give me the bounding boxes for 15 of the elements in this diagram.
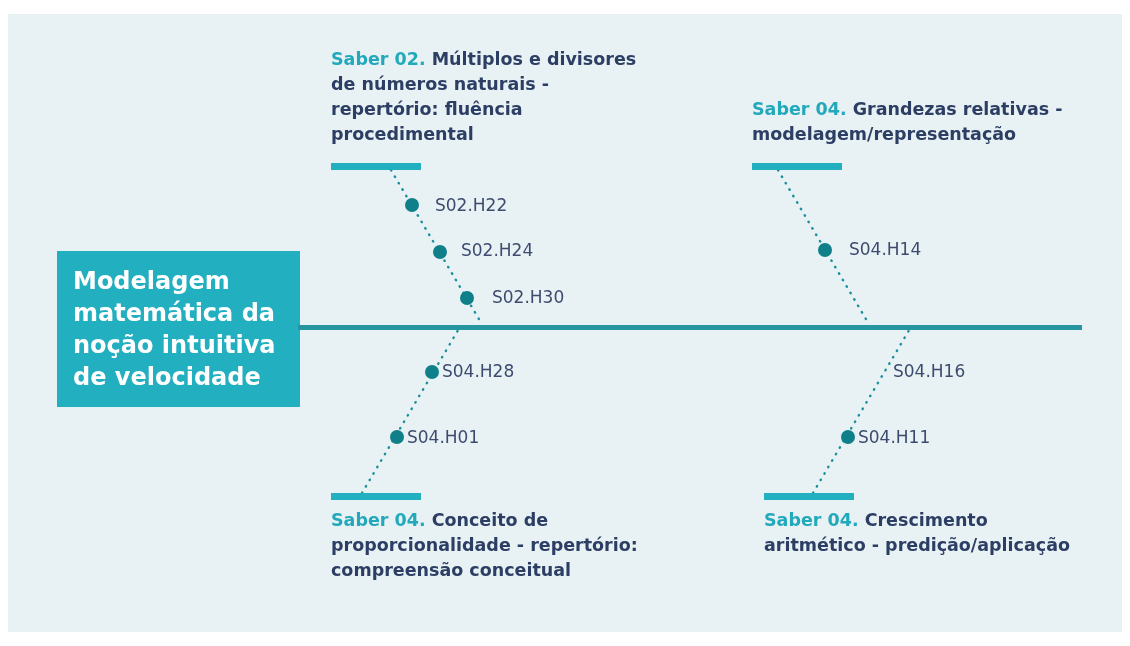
bone-line <box>811 328 911 495</box>
skill-code-label: S02.H22 <box>435 195 508 215</box>
category-heading: Saber 04. Crescimento aritmético - predição/aplicação <box>764 509 1071 557</box>
skill-code-label: S04.H01 <box>407 427 480 447</box>
skill-code-label: S02.H24 <box>461 240 534 260</box>
bone-line <box>360 328 460 495</box>
category-heading: Saber 04. Conceito de proporcionalidade - repertório: compreensão conceitual <box>331 509 639 582</box>
skill-code-label: S02.H30 <box>492 287 565 307</box>
topic-box: Modelagem matemática da noção intuitiva de velocidade <box>57 251 300 407</box>
skill-code-label: S04.H11 <box>858 427 931 447</box>
skill-code-label: S04.H14 <box>849 239 922 259</box>
category-heading: Saber 04. Grandezas relativas - modelagem/representação <box>752 98 1064 146</box>
skill-code-label: S04.H16 <box>893 361 966 381</box>
skill-code-label: S04.H28 <box>442 361 515 381</box>
category-heading: Saber 02. Múltiplos e divisores de números naturais - repertório: fluência procedimental <box>331 48 638 146</box>
